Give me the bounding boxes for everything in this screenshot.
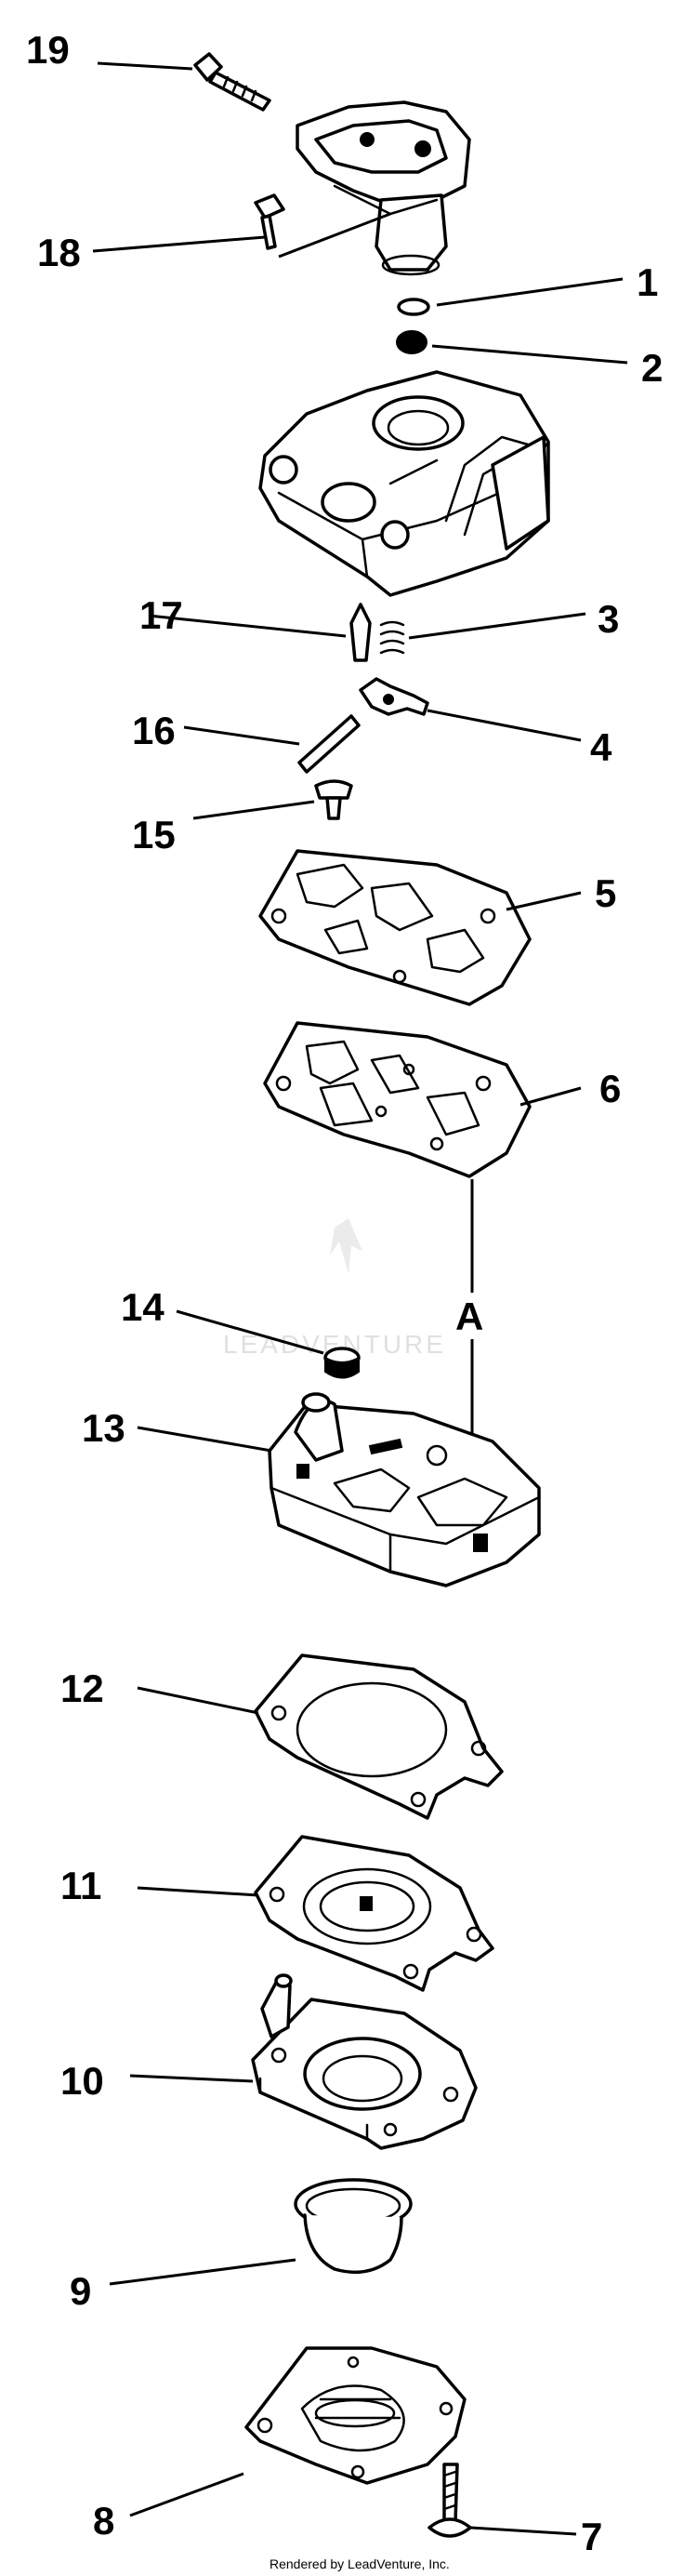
callout-12: 12 [60,1666,104,1710]
callout-18: 18 [37,231,81,274]
credit-text: Rendered by LeadVenture, Inc. [270,2556,450,2571]
callout-2: 2 [641,346,663,390]
callout-17: 17 [139,593,183,637]
callout-14: 14 [121,1285,164,1329]
part-9-primer-bulb[interactable] [294,2178,413,2275]
callout-6: 6 [599,1067,621,1110]
part-7-screw[interactable] [427,2463,472,2538]
leader-16 [183,725,300,746]
callout-9: 9 [70,2269,91,2313]
callout-7: 7 [581,2515,602,2558]
part-12-gasket[interactable] [254,1653,504,1820]
callout-1: 1 [637,260,658,304]
callout-13: 13 [82,1406,125,1450]
callout-15: 15 [132,813,176,856]
callout-8: 8 [93,2499,114,2543]
leader-4 [427,709,582,742]
part-4-lever[interactable] [359,677,429,716]
watermark: LEADVENTURE [223,1218,443,1359]
leader-2 [431,344,628,365]
part-3-spring[interactable] [379,620,405,655]
part-13-metering-body[interactable] [268,1392,541,1587]
part-8-retainer-plate[interactable] [244,2346,467,2485]
part-10-pump-body[interactable] [251,1973,478,2150]
leader-7 [469,2526,577,2536]
leader-18b [278,212,391,259]
callout-5: 5 [595,871,616,915]
reference-letter-a: A [455,1295,483,1338]
leader-3 [408,612,586,640]
leader-15 [192,800,315,820]
leader-1 [436,277,624,307]
part-14-cap[interactable] [323,1347,361,1379]
callout-4: 4 [590,725,612,769]
part-1-washer[interactable] [397,298,430,316]
part-5-gasket[interactable] [258,849,532,1006]
callout-3: 3 [598,597,619,641]
leader-5 [506,891,582,911]
leader-10 [129,2074,254,2083]
leader-13 [137,1426,272,1453]
leader-12 [137,1686,259,1715]
leader-9 [109,2258,296,2286]
leader-8 [129,2472,244,2517]
callout-19: 19 [26,28,70,72]
callout-16: 16 [132,709,176,752]
leader-17 [148,614,347,638]
leader-6 [519,1086,582,1107]
part-11-diaphragm[interactable] [254,1835,494,1992]
part-19-screw[interactable] [193,52,271,112]
throttle-cover-assembly[interactable] [296,100,471,276]
part-6-plate[interactable] [263,1021,532,1178]
leader-14 [176,1309,324,1355]
leader-11 [137,1886,259,1897]
callout-11: 11 [60,1864,101,1907]
carburetor-body[interactable] [258,370,550,597]
part-15-screw[interactable] [314,779,353,820]
part-17-needle[interactable] [349,603,372,662]
part-18-screw[interactable] [254,193,285,250]
callout-10: 10 [60,2059,104,2103]
leader-18 [92,235,266,253]
part-16-pin[interactable] [297,714,361,774]
part-2-seal[interactable] [396,330,427,354]
leader-19 [97,61,193,71]
